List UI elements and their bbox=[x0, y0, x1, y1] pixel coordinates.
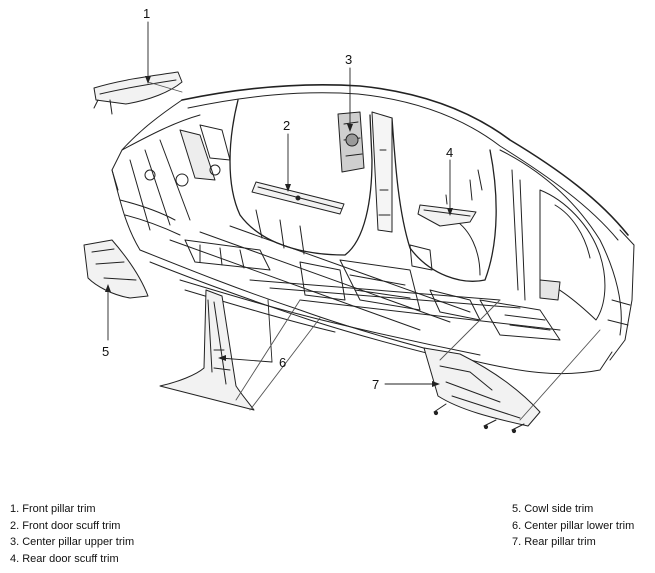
callout-6: 6 bbox=[279, 355, 286, 370]
leader-lines bbox=[107, 21, 601, 421]
legend-item: 4. Rear door scuff trim bbox=[10, 552, 119, 565]
legend-right: 5. Cowl side trim 6. Center pillar lower… bbox=[512, 501, 634, 551]
legend-left: 1. Front pillar trim 2. Front door scuff… bbox=[10, 501, 134, 567]
vehicle-body-shell bbox=[111, 83, 635, 375]
legend-item: 7. Rear pillar trim bbox=[512, 536, 596, 548]
rear-door-scuff-trim-part bbox=[417, 194, 477, 227]
center-pillar-lower-trim-part bbox=[159, 289, 255, 411]
callout-7: 7 bbox=[372, 377, 379, 392]
legend-item: 6. Center pillar lower trim bbox=[512, 519, 635, 532]
callout-1: 1 bbox=[143, 6, 150, 21]
interior-trim-exploded-diagram: 1 2 3 4 5 6 7 bbox=[83, 6, 635, 434]
callout-4: 4 bbox=[446, 145, 453, 160]
legend-item: 2. Front door scuff trim bbox=[10, 519, 121, 532]
rear-pillar-trim-part bbox=[423, 347, 541, 434]
legend-item: 5. Cowl side trim bbox=[512, 503, 594, 515]
front-door-scuff-trim-part bbox=[251, 181, 345, 215]
callout-2: 2 bbox=[283, 118, 290, 133]
legend-item: 1. Front pillar trim bbox=[10, 503, 96, 515]
callout-3: 3 bbox=[345, 52, 352, 67]
callout-5: 5 bbox=[102, 344, 109, 359]
legend-item: 3. Center pillar upper trim bbox=[10, 536, 135, 548]
front-pillar-trim-part bbox=[93, 71, 183, 115]
center-pillar-upper-trim-part bbox=[337, 111, 365, 173]
cowl-side-trim-part bbox=[83, 239, 149, 299]
